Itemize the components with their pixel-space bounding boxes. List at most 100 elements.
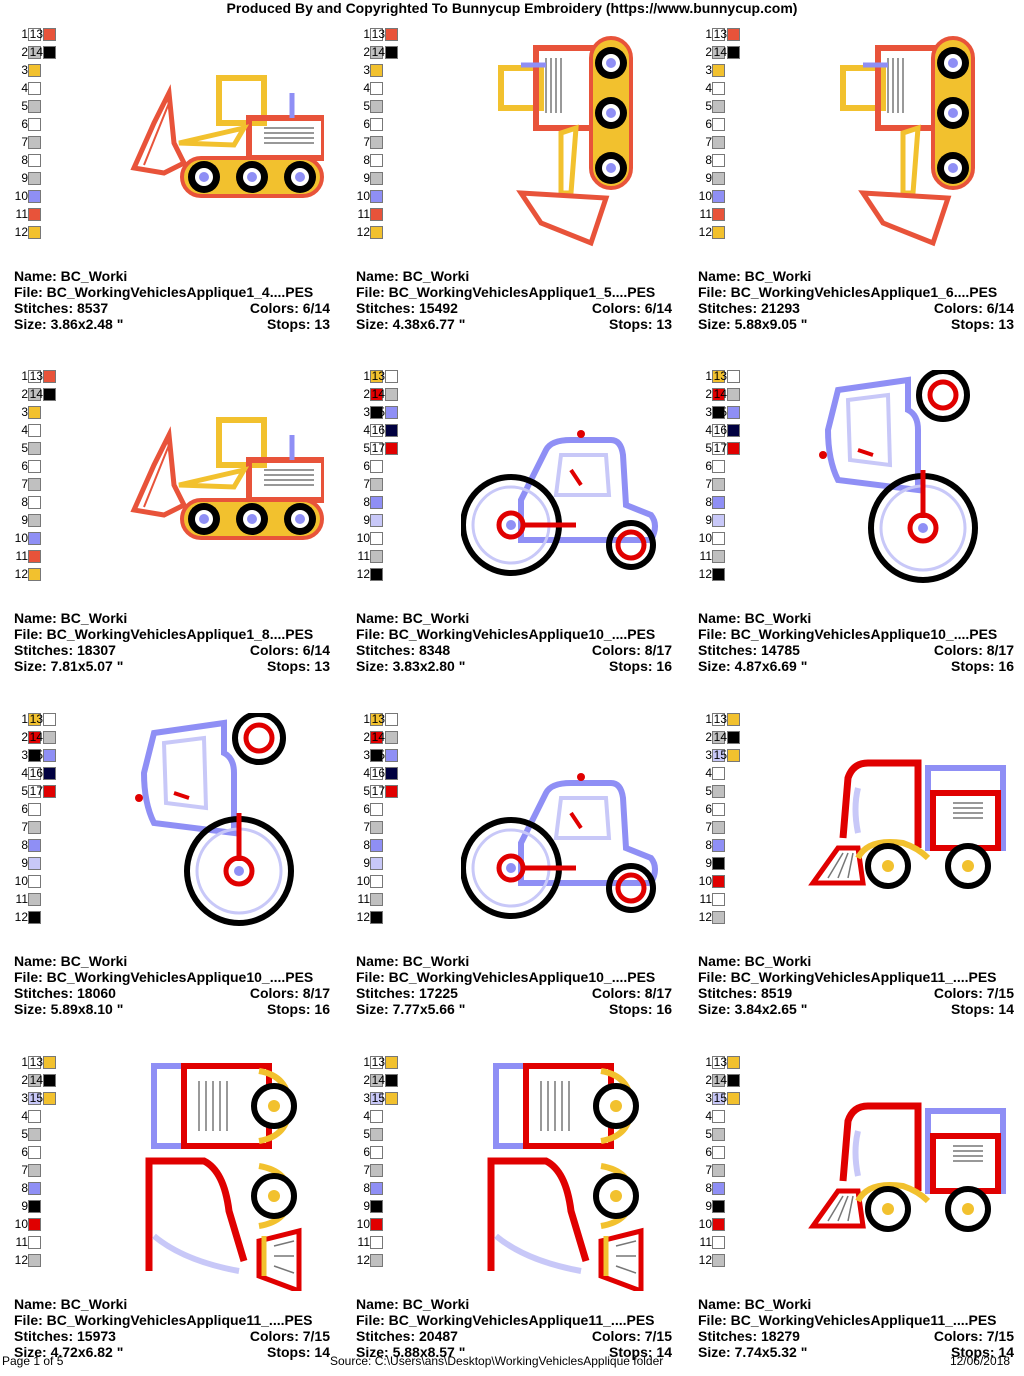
swatch-number: 2 [21, 45, 28, 59]
palette-swatch: 8 [698, 1181, 725, 1195]
design-size: Size: 4.87x6.69 " [698, 658, 808, 674]
swatch-number: 3 [363, 63, 370, 77]
design-stops: Stops: 14 [950, 1344, 1014, 1360]
design-colors: Colors: 6/14 [933, 300, 1014, 316]
swatch-color [712, 370, 725, 383]
design-size: Size: 7.81x5.07 " [14, 658, 124, 674]
design-file: File: BC_WorkingVehiclesApplique10_....P… [356, 969, 656, 985]
design-size: Size: 3.83x2.80 " [356, 658, 466, 674]
swatch-number: 16 [713, 423, 727, 437]
swatch-color [385, 749, 398, 762]
swatch-number: 12 [14, 567, 28, 581]
swatch-number: 8 [705, 1181, 712, 1195]
palette-swatch: 13 [29, 712, 56, 726]
palette-swatch: 14 [29, 1073, 56, 1087]
palette-swatch: 11 [14, 549, 41, 563]
swatch-number: 6 [705, 1145, 712, 1159]
palette-swatch: 8 [698, 495, 725, 509]
swatch-color [712, 803, 725, 816]
swatch-color [712, 46, 725, 59]
swatch-number: 15 [713, 748, 727, 762]
design-colors: Colors: 7/15 [933, 1328, 1014, 1344]
swatch-number: 14 [371, 730, 385, 744]
palette-swatch: 10 [14, 189, 41, 203]
swatch-number: 8 [705, 495, 712, 509]
swatch-number: 11 [699, 549, 712, 563]
palette-swatch: 12 [14, 225, 41, 239]
swatch-color [370, 64, 383, 77]
palette-swatch: 15 [371, 748, 398, 762]
swatch-color [727, 424, 740, 437]
swatch-color [712, 1182, 725, 1195]
swatch-number: 4 [21, 766, 28, 780]
swatch-color [712, 1074, 725, 1087]
palette-swatch: 12 [356, 567, 383, 581]
swatch-color [43, 28, 56, 41]
palette-swatch: 1 [698, 712, 725, 726]
swatch-number: 7 [363, 820, 370, 834]
swatch-number: 2 [21, 387, 28, 401]
swatch-color [712, 785, 725, 798]
palette-swatch: 10 [356, 531, 383, 545]
swatch-number: 5 [705, 1127, 712, 1141]
swatch-color [370, 136, 383, 149]
swatch-color [28, 28, 41, 41]
palette-swatch: 8 [14, 495, 41, 509]
palette-swatch: 6 [14, 802, 41, 816]
swatch-color [712, 388, 725, 401]
swatch-color [28, 713, 41, 726]
palette-swatch: 6 [14, 1145, 41, 1159]
swatch-color [43, 749, 56, 762]
palette-swatch: 3 [698, 1091, 725, 1105]
palette-swatch: 13 [713, 369, 740, 383]
palette-swatch: 9 [14, 171, 41, 185]
palette-swatch: 5 [698, 99, 725, 113]
vehicle-artwork [460, 430, 661, 585]
palette-swatch: 9 [356, 1199, 383, 1213]
swatch-color [727, 731, 740, 744]
swatch-color [712, 172, 725, 185]
swatch-number: 10 [356, 189, 370, 203]
palette-swatch: 1 [14, 27, 41, 41]
palette-swatch: 12 [356, 225, 383, 239]
palette-swatch: 8 [698, 153, 725, 167]
swatch-color [712, 857, 725, 870]
swatch-number: 1 [363, 27, 370, 41]
palette-swatch: 13 [371, 369, 398, 383]
swatch-number: 1 [705, 369, 712, 383]
swatch-color [43, 388, 56, 401]
swatch-number: 13 [371, 1055, 385, 1069]
swatch-number: 14 [713, 1073, 727, 1087]
swatch-number: 1 [363, 369, 370, 383]
design-name: Name: BC_Worki [356, 610, 470, 626]
swatch-color [712, 136, 725, 149]
palette-swatch: 5 [698, 441, 725, 455]
swatch-color [712, 1128, 725, 1141]
swatch-color [28, 821, 41, 834]
swatch-number: 11 [357, 207, 370, 221]
swatch-color [370, 190, 383, 203]
swatch-number: 13 [713, 369, 727, 383]
swatch-color [370, 1218, 383, 1231]
swatch-number: 5 [705, 784, 712, 798]
swatch-number: 7 [21, 135, 28, 149]
swatch-number: 13 [29, 369, 43, 383]
swatch-number: 9 [21, 856, 28, 870]
palette-swatch: 6 [698, 459, 725, 473]
design-name: Name: BC_Worki [698, 953, 812, 969]
swatch-color [712, 532, 725, 545]
swatch-color [385, 731, 398, 744]
swatch-color [370, 1110, 383, 1123]
swatch-color [712, 1236, 725, 1249]
palette-swatch: 10 [698, 531, 725, 545]
palette-swatch: 14 [371, 1073, 398, 1087]
swatch-color [712, 190, 725, 203]
swatch-color [28, 785, 41, 798]
swatch-color [385, 406, 398, 419]
swatch-color [28, 893, 41, 906]
swatch-number: 10 [356, 1217, 370, 1231]
swatch-color [712, 839, 725, 852]
